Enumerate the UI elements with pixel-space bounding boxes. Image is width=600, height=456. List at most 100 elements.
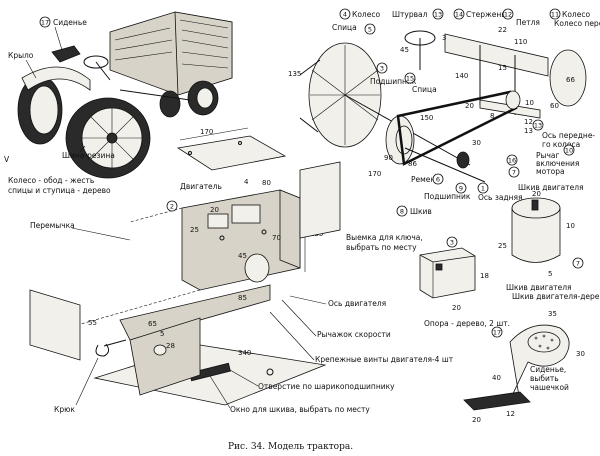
label-seat-1: Сиденье, <box>530 365 566 374</box>
svg-text:4: 4 <box>244 178 249 186</box>
label-motor-lever-1: Рычаг <box>536 151 559 160</box>
label-front-wheel-loop: Петля <box>516 18 540 27</box>
svg-text:140: 140 <box>455 72 468 80</box>
svg-text:45: 45 <box>400 46 409 54</box>
svg-text:1: 1 <box>481 185 485 193</box>
svg-text:10: 10 <box>565 147 573 155</box>
engine-pulley-view: 20 25 10 5 7 Шкив двигателя Шкив двигате… <box>498 190 600 301</box>
svg-text:25: 25 <box>190 226 199 234</box>
figure-caption: Рис. 34. Модель трактора. <box>228 442 353 452</box>
drive-mechanism-view: 135 45 3 22 110 15 140 66 80 60 150 8 10… <box>288 8 600 217</box>
svg-text:60: 60 <box>550 102 559 110</box>
label-engine-pulley-top: Шкив двигателя <box>518 183 584 192</box>
svg-text:5: 5 <box>160 330 164 338</box>
support-block-view: 3 18 20 Опора - дерево, 2 шт. <box>419 236 510 328</box>
label-seat-2: выбить <box>530 374 559 383</box>
label-bearing: Подшипник <box>424 192 471 201</box>
svg-text:3: 3 <box>442 34 446 42</box>
svg-text:13: 13 <box>524 127 533 135</box>
label-bridge: Перемычка <box>30 221 75 230</box>
svg-text:170: 170 <box>368 170 381 178</box>
label-support: Опора - дерево, 2 шт. <box>424 319 510 328</box>
label-pulley: Шкив <box>410 207 432 216</box>
svg-text:20: 20 <box>452 304 461 312</box>
svg-text:135: 135 <box>288 70 301 78</box>
svg-text:10: 10 <box>566 222 575 230</box>
svg-text:85: 85 <box>238 294 247 302</box>
svg-text:65: 65 <box>148 320 157 328</box>
svg-text:45: 45 <box>238 252 247 260</box>
svg-text:110: 110 <box>514 38 527 46</box>
svg-text:13: 13 <box>534 122 542 130</box>
label-front-wheel-a: Колесо <box>562 10 590 19</box>
part-number-17: 17 <box>41 19 49 27</box>
svg-text:20: 20 <box>532 190 541 198</box>
svg-text:28: 28 <box>166 342 175 350</box>
svg-text:11: 11 <box>551 11 559 19</box>
label-steering-wheel: Штурвал <box>392 10 428 19</box>
svg-text:4: 4 <box>343 11 347 19</box>
label-wheel-note-1: Колесо - обод - жесть <box>8 176 94 185</box>
frame-exploded-view: 170 80 4 20 25 45 70 135 340 65 85 28 <box>29 127 454 414</box>
label-hook: Крюк <box>54 405 75 414</box>
svg-text:2: 2 <box>170 203 174 211</box>
svg-text:340: 340 <box>238 349 251 357</box>
svg-text:10: 10 <box>525 99 534 107</box>
svg-text:16: 16 <box>508 157 516 165</box>
svg-text:5: 5 <box>368 26 372 34</box>
svg-text:12: 12 <box>506 410 515 418</box>
svg-text:20: 20 <box>472 416 481 424</box>
svg-text:12: 12 <box>524 118 533 126</box>
svg-text:150: 150 <box>420 114 433 122</box>
svg-text:40: 40 <box>492 374 501 382</box>
label-spoke: Спица <box>332 23 357 32</box>
label-motor-lever-2: включения <box>536 159 579 168</box>
svg-text:15: 15 <box>498 64 507 72</box>
svg-text:86: 86 <box>408 160 417 168</box>
label-shaft: Стержень <box>466 10 506 19</box>
svg-text:35: 35 <box>548 310 557 318</box>
label-wing: Крыло <box>8 51 34 60</box>
tractor-assembled-view: 17 Сиденье Крыло Шина-резина Колесо - об… <box>4 11 233 195</box>
label-belt: Ремень <box>411 175 440 184</box>
svg-text:3: 3 <box>450 239 454 247</box>
seat-view: 17 35 30 40 20 12 Сиденье, выбить чашечк… <box>463 310 585 424</box>
label-engine-screws: Крепежные винты двигателя-4 шт <box>315 355 454 364</box>
svg-text:18: 18 <box>480 272 489 280</box>
svg-text:6: 6 <box>436 176 440 184</box>
label-pulley-window: Окно для шкива, выбрать по месту <box>230 405 370 414</box>
label-seat: Сиденье <box>53 18 87 27</box>
svg-text:20: 20 <box>210 206 219 214</box>
svg-text:15: 15 <box>406 75 414 83</box>
svg-text:30: 30 <box>576 350 585 358</box>
svg-text:7: 7 <box>512 169 516 177</box>
label-rear-axle: Ось задняя <box>478 193 523 202</box>
label-front-wheel: Колесо переднее <box>554 19 600 28</box>
svg-text:30: 30 <box>472 139 481 147</box>
svg-text:Шкив двигателя-дерево: Шкив двигателя-дерево <box>512 292 600 301</box>
svg-text:7: 7 <box>576 260 580 268</box>
label-wheel-note-2: спицы и ступица - дерево <box>8 186 111 195</box>
svg-text:70: 70 <box>272 234 281 242</box>
label-engine-pulley: Шкив двигателя <box>506 283 572 292</box>
label-motor-lever-3: мотора <box>536 167 565 176</box>
label-engine: Двигатель <box>180 182 222 191</box>
svg-text:8: 8 <box>400 208 404 216</box>
svg-text:22: 22 <box>498 26 507 34</box>
svg-text:V: V <box>4 155 10 164</box>
svg-text:90: 90 <box>384 154 393 162</box>
svg-text:20: 20 <box>465 102 474 110</box>
label-bearing-hole: Отверстие по шарикоподшипнику <box>258 382 395 391</box>
svg-text:5: 5 <box>548 270 552 278</box>
label-spoke-2: Спица <box>412 85 437 94</box>
svg-text:12: 12 <box>504 11 512 19</box>
svg-text:3: 3 <box>380 65 384 73</box>
svg-text:25: 25 <box>498 242 507 250</box>
svg-text:13: 13 <box>434 11 442 19</box>
svg-text:17: 17 <box>493 329 501 337</box>
svg-text:170: 170 <box>200 128 213 136</box>
label-engine-axis: Ось двигателя <box>328 299 386 308</box>
label-front-axle-1: Ось передне- <box>542 131 595 140</box>
svg-text:66: 66 <box>566 76 575 84</box>
